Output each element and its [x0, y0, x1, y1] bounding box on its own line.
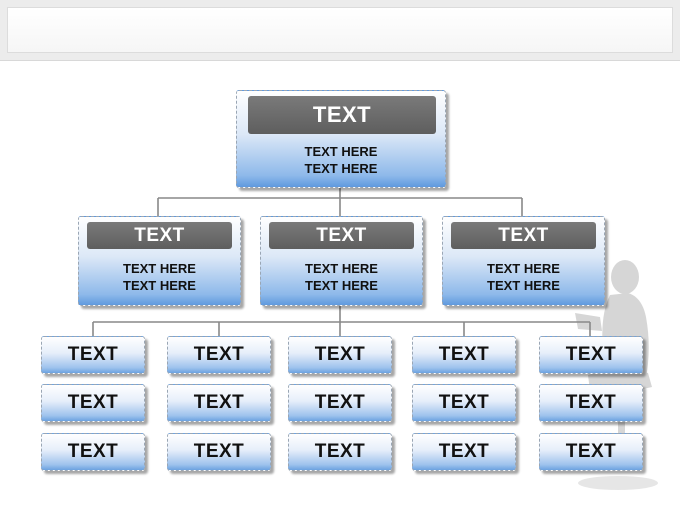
- root-node-line-2: TEXT HERE: [304, 161, 378, 176]
- mid-node-2-title: TEXT: [269, 222, 414, 249]
- mid-node-3-title: TEXT: [451, 222, 596, 249]
- header-band: [0, 0, 680, 60]
- leaf-node-c5-r3: TEXT: [539, 433, 643, 471]
- leaf-node-c4-r2: TEXT: [412, 384, 516, 422]
- leaf-node-c3-r3: TEXT: [288, 433, 392, 471]
- mid-node-2-line-1: TEXT HERE: [305, 261, 378, 276]
- mid-node-3-line-2: TEXT HERE: [487, 278, 560, 293]
- header-divider: [0, 60, 680, 61]
- leaf-node-c1-r2: TEXT: [41, 384, 145, 422]
- leaf-node-c3-r1: TEXT: [288, 336, 392, 374]
- mid-node-1-title: TEXT: [87, 222, 232, 249]
- mid-node-3: TEXT TEXT HERE TEXT HERE: [442, 216, 605, 306]
- mid-node-1-line-2: TEXT HERE: [123, 278, 196, 293]
- root-node-title: TEXT: [248, 96, 436, 134]
- mid-node-2: TEXT TEXT HERE TEXT HERE: [260, 216, 423, 306]
- leaf-node-c3-r2: TEXT: [288, 384, 392, 422]
- leaf-node-c2-r3: TEXT: [167, 433, 271, 471]
- leaf-node-c1-r1: TEXT: [41, 336, 145, 374]
- leaf-node-c4-r3: TEXT: [412, 433, 516, 471]
- root-node-line-1: TEXT HERE: [304, 144, 378, 159]
- mid-node-3-line-1: TEXT HERE: [487, 261, 560, 276]
- leaf-node-c1-r3: TEXT: [41, 433, 145, 471]
- leaf-node-c5-r2: TEXT: [539, 384, 643, 422]
- root-node: TEXT TEXT HERE TEXT HERE: [236, 90, 446, 188]
- mid-node-2-line-2: TEXT HERE: [305, 278, 378, 293]
- title-placeholder: [7, 7, 673, 53]
- leaf-node-c4-r1: TEXT: [412, 336, 516, 374]
- leaf-node-c5-r1: TEXT: [539, 336, 643, 374]
- mid-node-1-line-1: TEXT HERE: [123, 261, 196, 276]
- mid-node-1: TEXT TEXT HERE TEXT HERE: [78, 216, 241, 306]
- leaf-node-c2-r1: TEXT: [167, 336, 271, 374]
- leaf-node-c2-r2: TEXT: [167, 384, 271, 422]
